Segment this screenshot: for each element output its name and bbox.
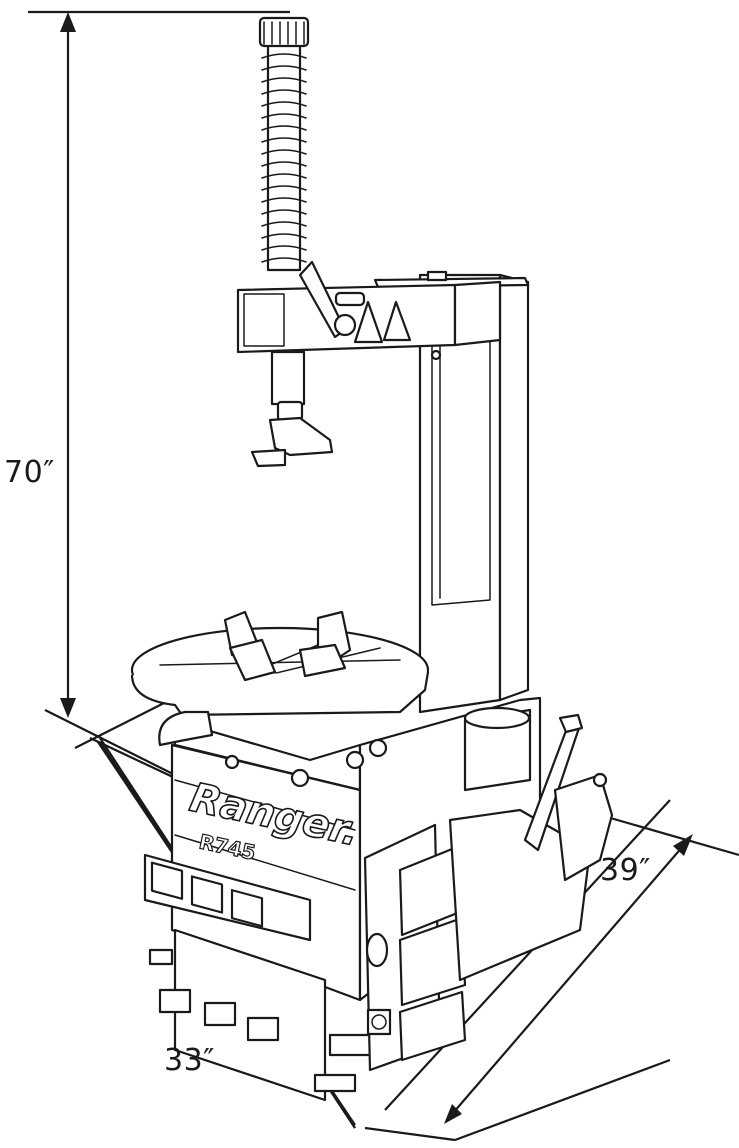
- turntable: [130, 610, 430, 717]
- pedal-3: [246, 1016, 280, 1042]
- clamp-4: [298, 643, 347, 678]
- tower-column: [373, 270, 530, 714]
- control-panel: [143, 853, 312, 942]
- warning-sign-2: [382, 300, 412, 342]
- pedal-2: [203, 1001, 237, 1027]
- height-dimension: [28, 10, 290, 718]
- bead-breaker: [363, 706, 614, 1072]
- depth-label: 39″: [600, 853, 651, 888]
- vertical-shaft: [250, 16, 334, 468]
- horizontal-arm: [236, 260, 502, 361]
- control-button-1: [150, 861, 184, 900]
- depth-dimension: [444, 834, 693, 1124]
- control-button-2: [190, 875, 224, 914]
- clamp-3: [228, 638, 277, 682]
- pedal-1: [158, 988, 192, 1014]
- width-label: 33″: [164, 1043, 215, 1078]
- warning-sign-1: [353, 300, 384, 344]
- control-button-3: [230, 889, 264, 928]
- spring-coil: [261, 53, 307, 263]
- height-label: 70″: [4, 455, 55, 490]
